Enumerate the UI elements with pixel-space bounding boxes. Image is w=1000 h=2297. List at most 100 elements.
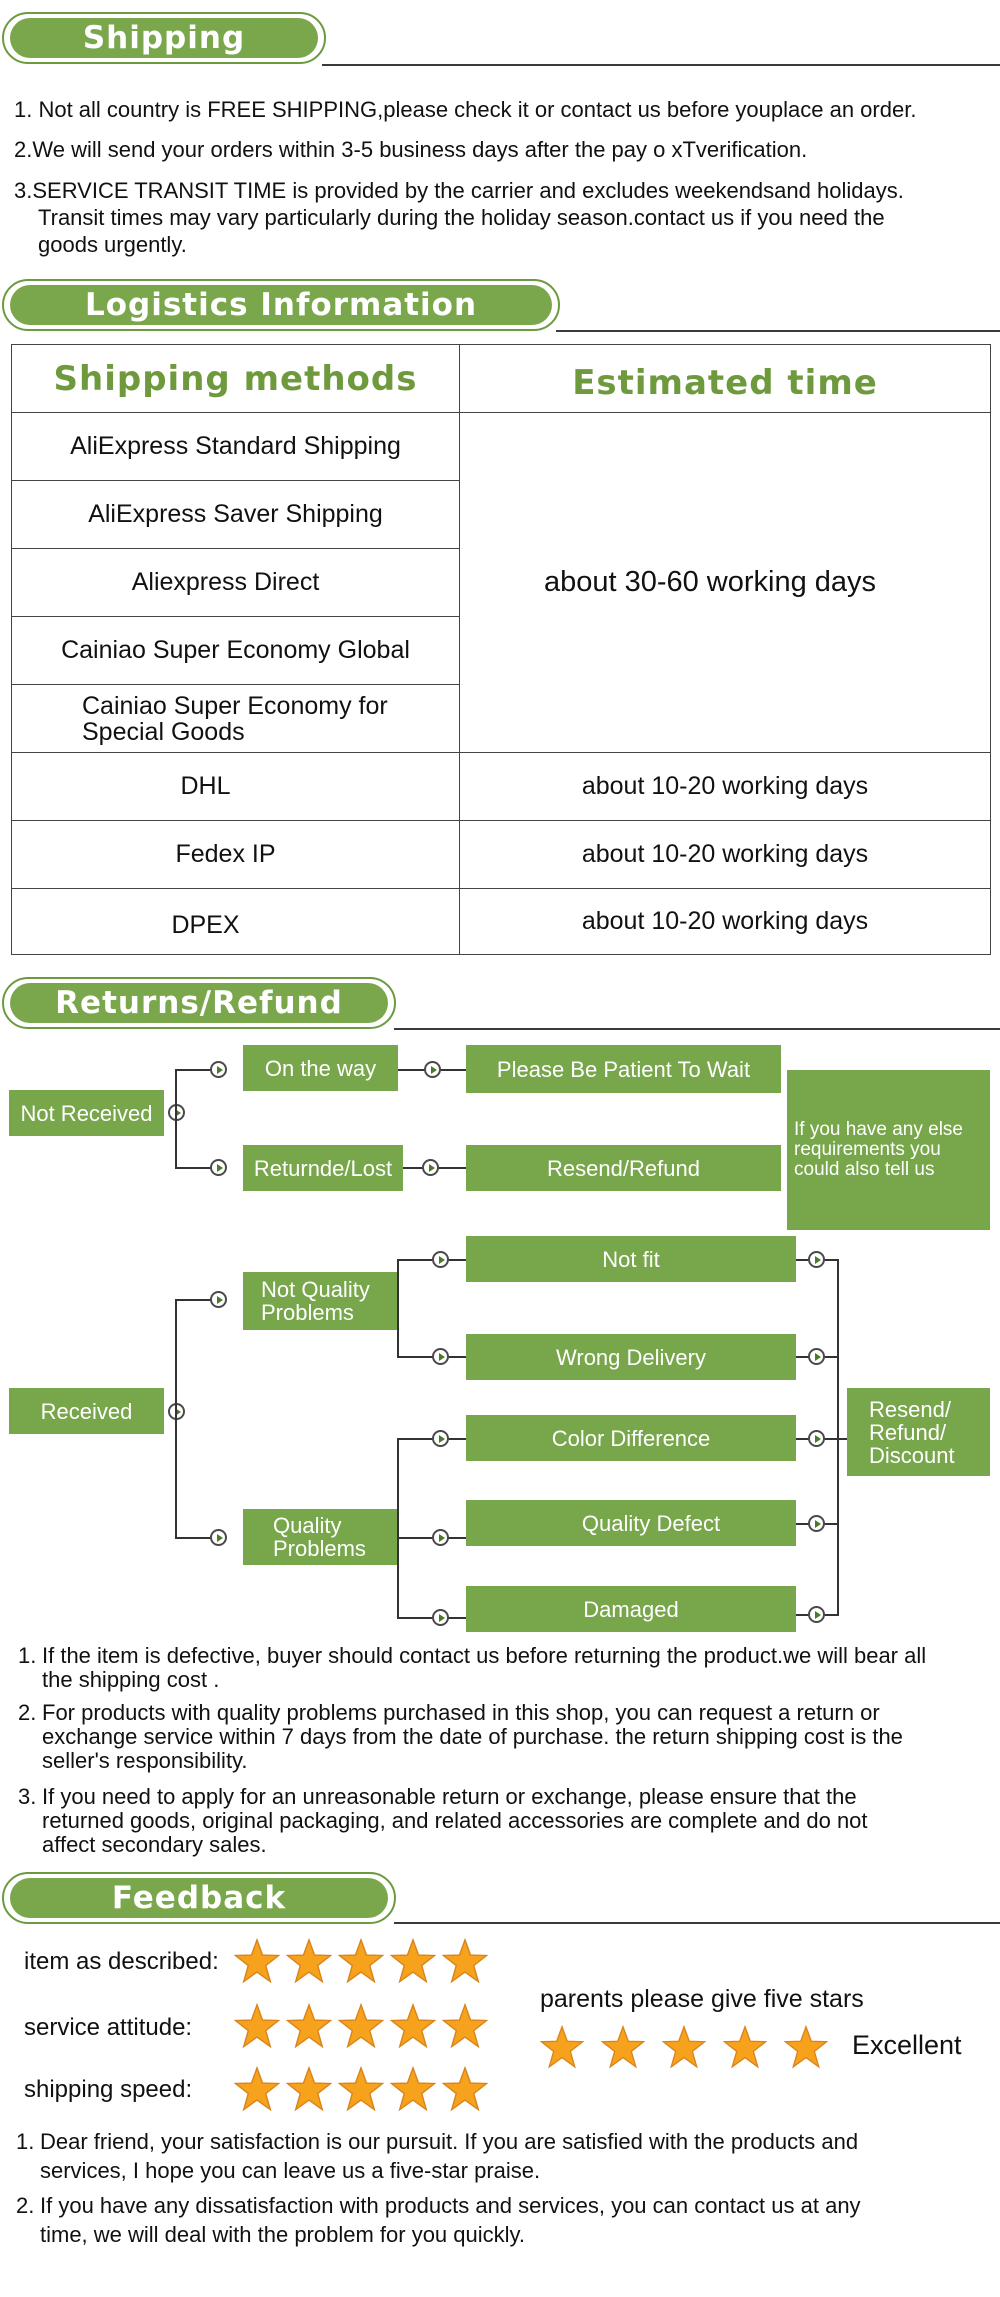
feedback-header: Feedback xyxy=(2,1872,396,1924)
time-cell: about 10-20 working days xyxy=(460,753,991,821)
arrow-icon xyxy=(808,1515,825,1532)
arrow-icon xyxy=(808,1251,825,1268)
arrow-icon xyxy=(808,1430,825,1447)
rating-label: service attitude: xyxy=(24,2014,193,2041)
connector xyxy=(175,1069,211,1071)
damaged-box: Damaged xyxy=(466,1586,796,1632)
shipping-item: 1. Not all country is FREE SHIPPING,plea… xyxy=(14,97,917,122)
returns-note: 3.If you need to apply for an unreasonab… xyxy=(18,1784,868,1857)
rating-label: shipping speed: xyxy=(24,2076,193,2103)
box-line: Refund/ xyxy=(869,1419,947,1445)
header-estimated-time: Estimated time xyxy=(460,345,991,413)
note-line: requirements you xyxy=(794,1139,941,1160)
connector xyxy=(397,1438,466,1440)
connector xyxy=(397,1438,399,1618)
method-cell: Cainiao Super Economy for Special Goods xyxy=(12,685,460,753)
logistics-header: Logistics Information xyxy=(2,279,560,331)
received-box: Received xyxy=(9,1388,164,1434)
not-received-box: Not Received xyxy=(9,1090,164,1136)
note-line: could also tell us xyxy=(794,1159,935,1180)
lost-box: Returnde/Lost xyxy=(243,1145,403,1191)
connector xyxy=(397,1259,466,1261)
arrow-icon xyxy=(210,1159,227,1176)
connector xyxy=(837,1438,847,1440)
not-quality-box: Not Quality Problems xyxy=(243,1272,397,1330)
excellent-label: Excellent xyxy=(852,2030,962,2060)
shipping-item: goods urgently. xyxy=(38,232,187,257)
star-icon xyxy=(337,1937,385,1989)
returns-title: Returns/Refund xyxy=(10,983,388,1023)
box-line: Problems xyxy=(273,1536,366,1561)
star-icon xyxy=(233,1937,281,1989)
resend-refund-box: Resend/Refund xyxy=(466,1145,781,1191)
star-icon xyxy=(285,2065,333,2117)
wrong-delivery-box: Wrong Delivery xyxy=(466,1334,796,1380)
shipping-title: Shipping xyxy=(10,18,318,58)
connector xyxy=(397,1356,466,1358)
connector xyxy=(837,1259,839,1616)
group-time-cell: about 30-60 working days xyxy=(460,413,991,753)
divider xyxy=(394,1028,1000,1030)
returns-header: Returns/Refund xyxy=(2,977,396,1029)
connector xyxy=(175,1069,177,1168)
method-cell: DHL xyxy=(12,753,460,821)
method-cell: Fedex IP xyxy=(12,821,460,889)
box-line: Problems xyxy=(261,1300,354,1325)
star-icon xyxy=(285,1937,333,1989)
arrow-icon xyxy=(432,1609,449,1626)
time-cell: about 10-20 working days xyxy=(460,821,991,889)
returns-note: 2.For products with quality problems pur… xyxy=(18,1700,903,1773)
time-cell: about 10-20 working days xyxy=(460,889,991,955)
arrow-icon xyxy=(432,1251,449,1268)
color-difference-box: Color Difference xyxy=(466,1415,796,1461)
arrow-icon xyxy=(432,1529,449,1546)
box-line: Quality xyxy=(273,1513,342,1538)
method-cell: Cainiao Super Economy Global xyxy=(12,617,460,685)
star-icon xyxy=(233,2065,281,2117)
box-line: Discount xyxy=(869,1442,955,1468)
star-icon xyxy=(389,2002,437,2054)
connector xyxy=(397,1259,399,1356)
feedback-title: Feedback xyxy=(10,1878,388,1918)
star-icon xyxy=(233,2002,281,2054)
star-icon xyxy=(539,2024,585,2074)
star-icon xyxy=(783,2024,829,2074)
resolution-box: Resend/ Refund/ Discount xyxy=(847,1388,990,1476)
method-cell: AliExpress Saver Shipping xyxy=(12,481,460,549)
method-cell: DPEX xyxy=(12,889,460,955)
note-line: If you have any else xyxy=(794,1119,963,1140)
method-line: Special Goods xyxy=(82,717,245,746)
star-icon xyxy=(285,2002,333,2054)
arrow-icon xyxy=(210,1529,227,1546)
connector xyxy=(175,1299,211,1301)
shipping-item: 2.We will send your orders within 3-5 bu… xyxy=(14,137,808,162)
box-line: Resend/ xyxy=(869,1396,951,1422)
box-line: Not Quality xyxy=(261,1277,370,1302)
on-the-way-box: On the way xyxy=(243,1045,398,1091)
star-icon xyxy=(389,2065,437,2117)
arrow-icon xyxy=(210,1291,227,1308)
star-icon xyxy=(389,1937,437,1989)
arrow-icon xyxy=(210,1061,227,1078)
returns-note: 1.If the item is defective, buyer should… xyxy=(18,1643,927,1692)
star-icon xyxy=(337,2002,385,2054)
star-icon xyxy=(600,2024,646,2074)
shipping-item: Transit times may vary particularly duri… xyxy=(38,205,885,230)
star-icon xyxy=(441,1937,489,1989)
arrow-icon xyxy=(432,1430,449,1447)
star-icon xyxy=(337,2065,385,2117)
star-icon xyxy=(441,2065,489,2117)
divider xyxy=(556,330,1000,332)
five-stars-prompt: parents please give five stars xyxy=(540,1985,864,2013)
connector xyxy=(175,1167,211,1169)
logistics-table: Shipping methods Estimated time AliExpre… xyxy=(11,344,991,955)
not-fit-box: Not fit xyxy=(466,1236,796,1282)
connector xyxy=(397,1537,466,1539)
method-cell: Aliexpress Direct xyxy=(12,549,460,617)
shipping-header: Shipping xyxy=(2,12,326,64)
feedback-note: 1.Dear friend, your satisfaction is our … xyxy=(16,2129,859,2183)
connector xyxy=(175,1299,177,1538)
arrow-icon xyxy=(432,1348,449,1365)
divider xyxy=(322,64,1000,66)
arrow-icon xyxy=(808,1606,825,1623)
